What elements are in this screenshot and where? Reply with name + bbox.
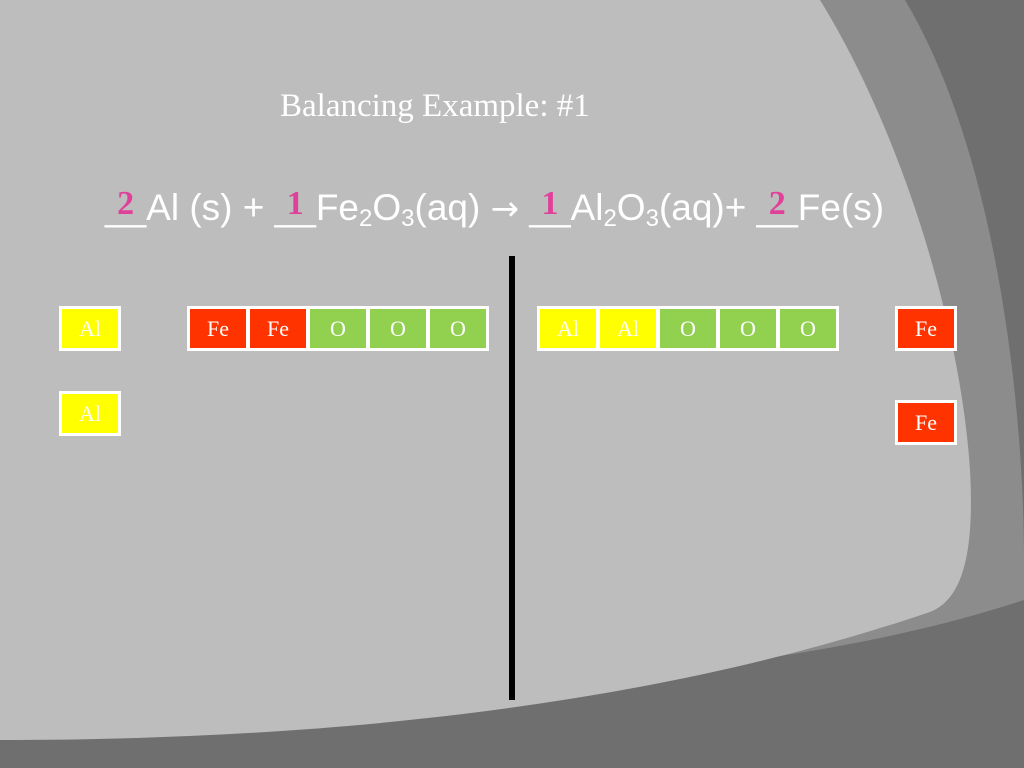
atom-tile-o: O [307,306,369,351]
coefficient-fe2o3: 1 [286,185,304,222]
term-al2o3: Al2O3(aq)+ [570,187,757,232]
slide-title: Balancing Example: #1 [280,88,590,124]
coefficient-al2o3: 1 [541,185,559,222]
atom-tile-al: Al [59,391,121,436]
atom-tile-fe: Fe [895,400,957,445]
atom-tile-fe: Fe [895,306,957,351]
atom-tile-al: Al [59,306,121,351]
coefficient-blank-al2o3: __1 [529,178,570,238]
term-fe: Fe(s) [797,187,885,228]
atom-tile-o: O [717,306,779,351]
coefficient-blank-fe: __2 [757,178,798,238]
atom-tile-o: O [427,306,489,351]
atom-tile-al: Al [597,306,659,351]
coefficient-blank-fe2o3: __1 [275,178,316,238]
atom-tile-o: O [777,306,839,351]
term-fe2o3: Fe2O3(aq) [315,187,481,232]
coefficient-blank-al: __2 [105,178,146,238]
term-al: Al (s) + [146,187,275,228]
coefficient-fe: 2 [768,185,786,222]
reactants-products-divider [509,256,515,700]
coefficient-al: 2 [117,185,135,222]
atom-tile-fe: Fe [187,306,249,351]
atom-tile-o: O [367,306,429,351]
atom-tile-o: O [657,306,719,351]
atom-tile-al: Al [537,306,599,351]
reaction-arrow: → [490,189,520,229]
atom-tile-fe: Fe [247,306,309,351]
